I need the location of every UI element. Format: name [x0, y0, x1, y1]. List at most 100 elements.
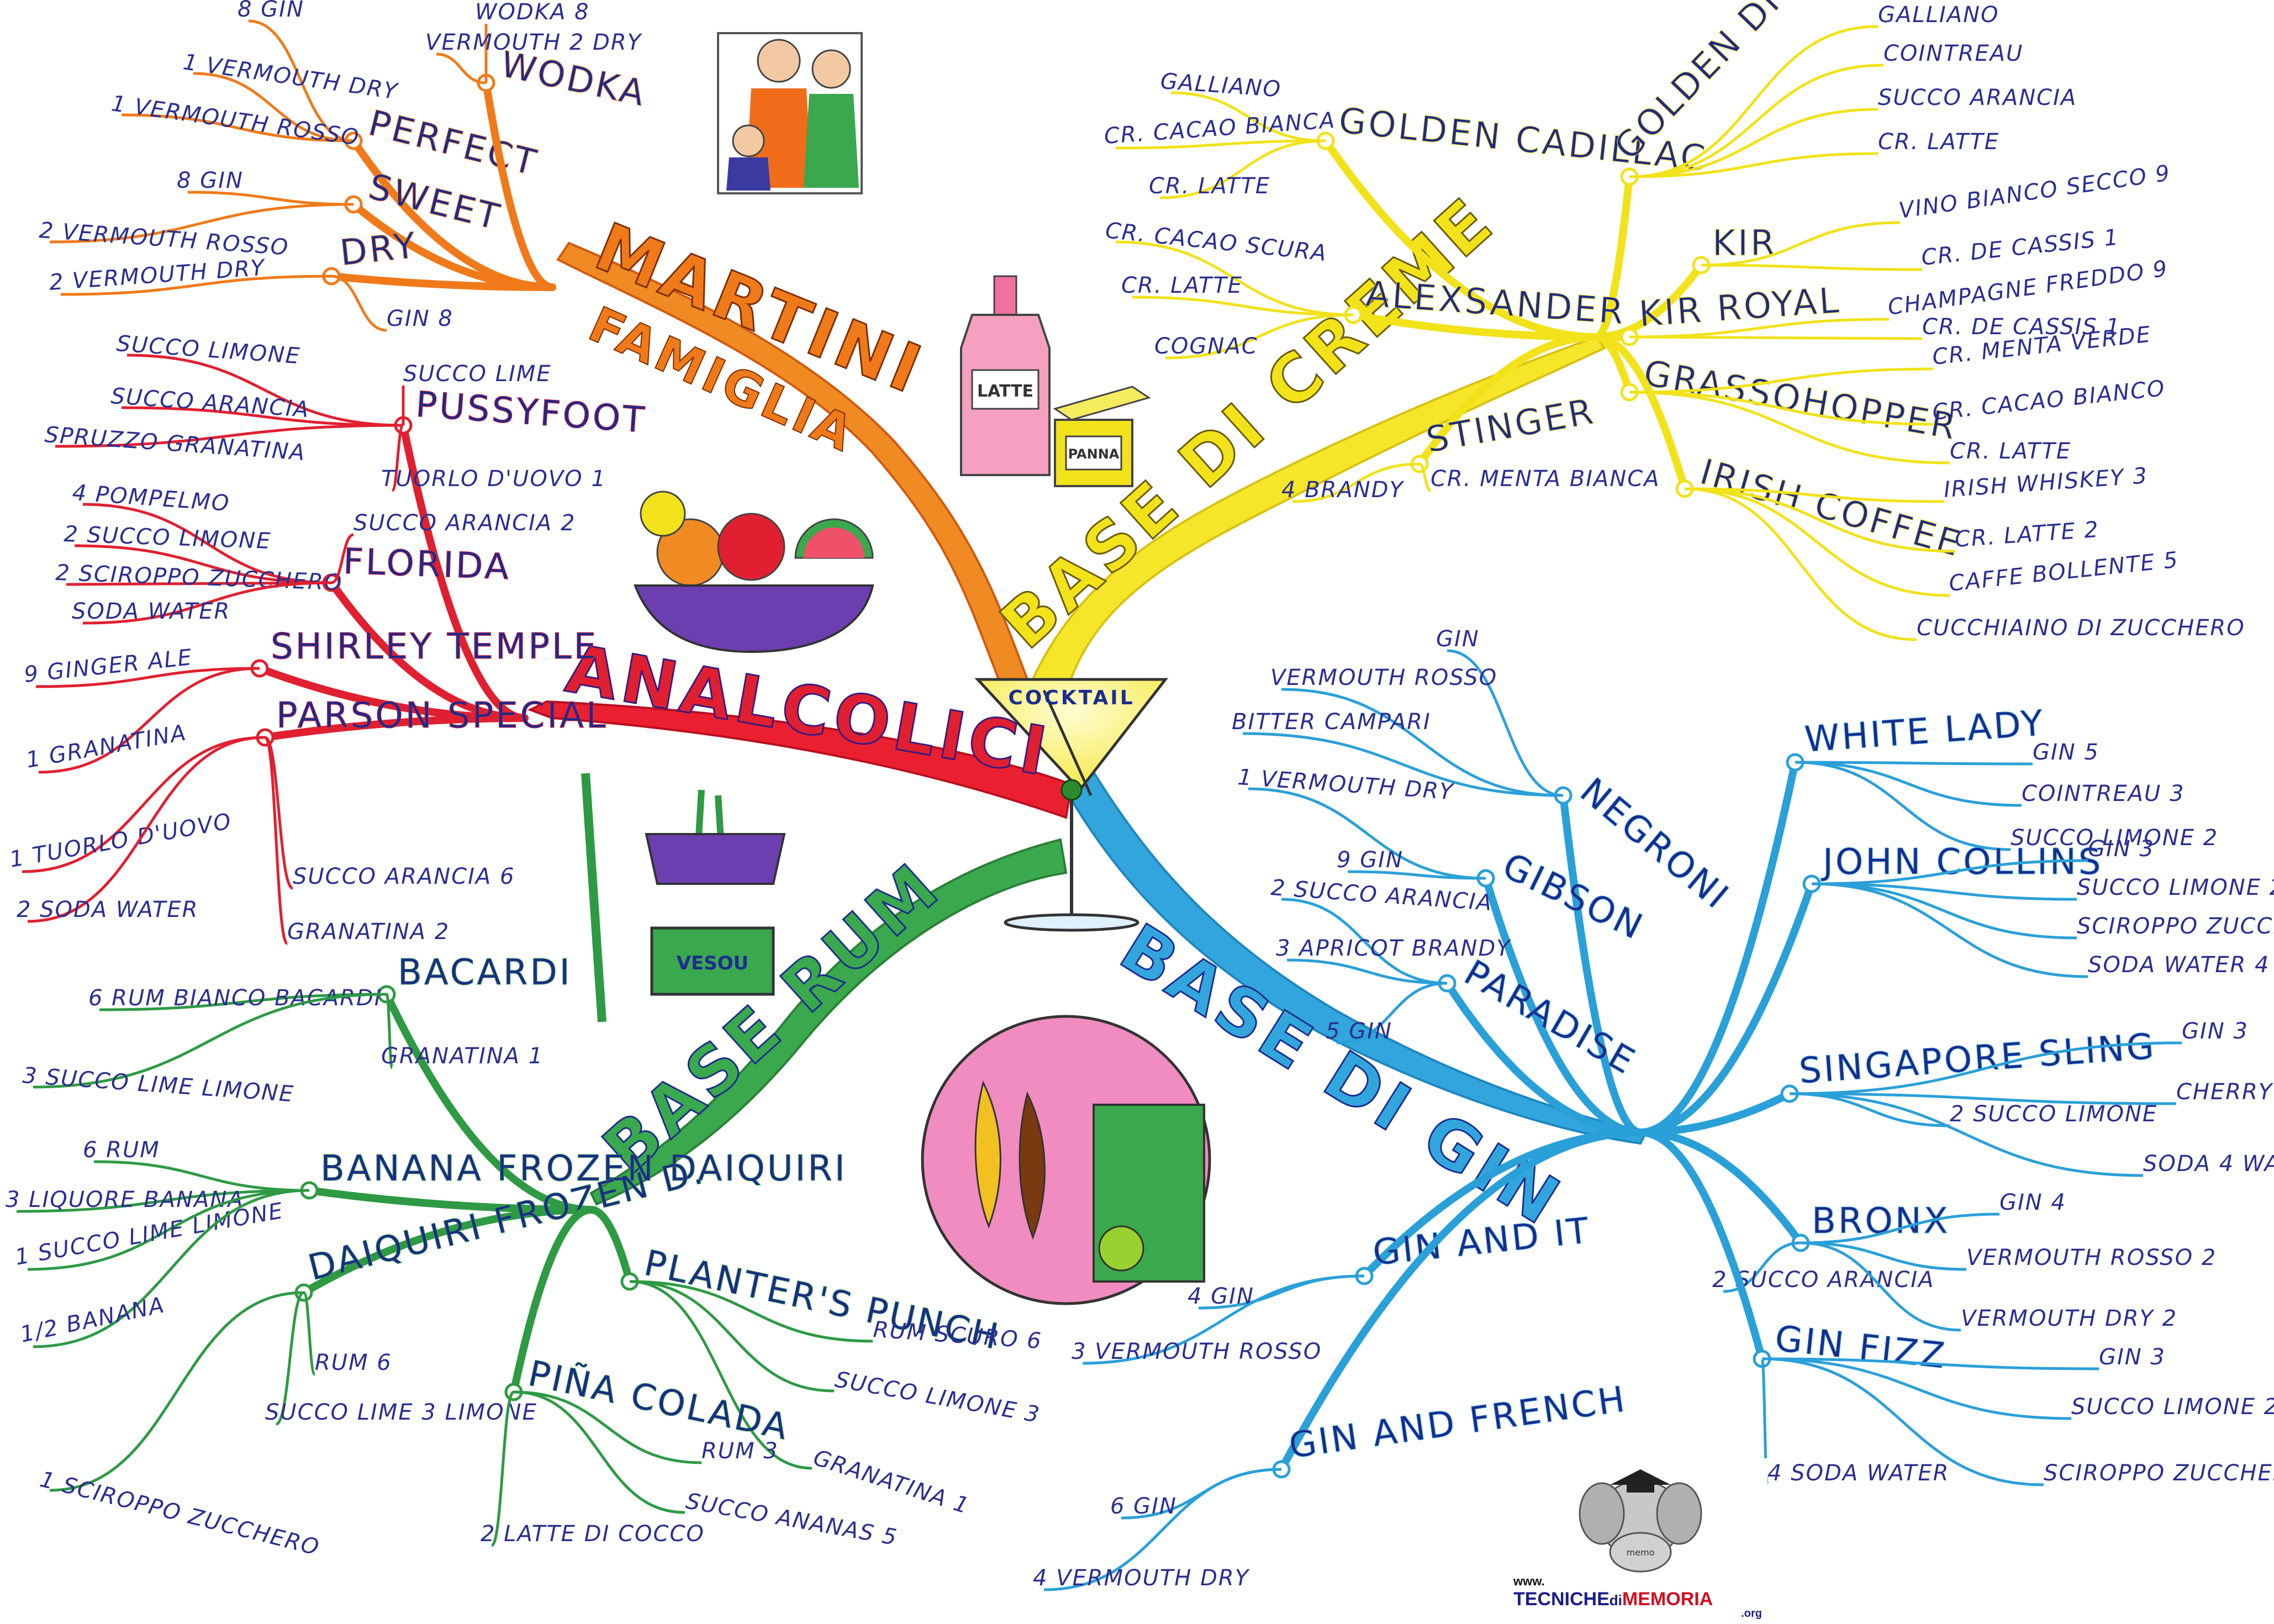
cocktail-name-gin-3: WHITE LADY [1803, 703, 2046, 760]
ingredient-gin-2-0: 2 SUCCO ARANCIA [1270, 875, 1494, 916]
ingredient-link-analcolici-1-1 [74, 544, 332, 584]
ingredient-link-analcolici-3-0 [22, 736, 266, 873]
ingredient-gin-0-2: BITTER CAMPARI [1232, 709, 1431, 735]
ingredient-link-martini-3-0 [60, 275, 332, 296]
branch-gin-link-4 [1637, 880, 1816, 1136]
ingredient-link-gin-6-1 [1723, 1241, 1801, 1293]
branch-creme-ribbon [1028, 335, 1607, 686]
ingredient-link-rum-1-1 [16, 1189, 310, 1213]
ingredient-link-analcolici-1-3 [82, 581, 332, 625]
ingredient-link-gin-1-0 [1248, 787, 1486, 880]
ingredient-link-creme-7-3 [1684, 487, 1917, 641]
ingredient-link-analcolici-3-1 [27, 736, 266, 923]
mascot-text: memo [1627, 1547, 1655, 1558]
ingredient-analcolici-0-1: SUCCO LIME [403, 361, 552, 387]
ingredient-gin-8-0: 4 GIN [1188, 1284, 1254, 1309]
branch-gin-link-9 [1278, 1129, 1644, 1473]
site-logo: memo www. TECNICHEdiMEMORIA .org [1513, 1458, 1768, 1620]
ingredient-gin-6-2: VERMOUTH ROSSO 2 [1966, 1245, 2217, 1270]
ingredient-rum-2-0: RUM 6 [315, 1350, 392, 1375]
ingredient-rum-1-0: 6 RUM [83, 1137, 160, 1163]
center-title: COCKTAIL [1008, 687, 1135, 709]
ingredient-link-creme-2-1 [1132, 296, 1354, 317]
ingredient-link-rum-0-0 [99, 993, 387, 1011]
ingredient-link-creme-1-0 [1629, 25, 1879, 178]
ingredient-gin-3-1: COINTREAU 3 [2022, 781, 2185, 806]
ingredient-gin-3-2: SUCCO LIMONE 2 [2011, 825, 2218, 851]
ingredient-link-creme-0-0 [1170, 91, 1326, 143]
ingredient-link-rum-1-2 [27, 1189, 310, 1271]
ingredient-creme-1-2: SUCCO ARANCIA [1878, 85, 2077, 110]
ingredient-gin-6-3: VERMOUTH DRY 2 [1961, 1306, 2177, 1331]
ingredient-analcolici-1-4: SUCCO ARANCIA 2 [354, 510, 576, 536]
cocktail-name-martini-3: DRY [338, 225, 420, 274]
ingredient-gin-6-0: GIN 4 [1999, 1190, 2066, 1215]
ingredient-creme-0-0: GALLIANO [1159, 68, 1282, 102]
branch-gin-link-6 [1637, 1129, 1805, 1247]
ingredient-gin-1-1: 9 GIN [1337, 847, 1404, 873]
ingredient-gin-8-1: 3 VERMOUTH ROSSO [1072, 1339, 1322, 1364]
logo-suffix: .org [1741, 1607, 1762, 1620]
ingredient-link-gin-8-1 [1082, 1274, 1365, 1365]
rum-title: BASE RUM [589, 848, 956, 1189]
ingredient-link-creme-3-0 [1701, 221, 1901, 267]
ingredient-gin-4-3: SODA WATER 4 [2088, 952, 2270, 978]
ingredient-link-rum-4-1 [513, 1390, 685, 1514]
ingredient-creme-3-1: CR. DE CASSIS 1 [1920, 225, 2120, 271]
ingredient-gin-6-1: 2 SUCCO ARANCIA [1712, 1267, 1934, 1293]
ingredient-gin-0-0: GIN [1436, 626, 1480, 652]
logo-name-3: MEMORIA [1622, 1589, 1713, 1610]
cocktail-name-analcolici-3: PARSON SPECIAL [276, 695, 608, 736]
ingredient-creme-1-3: CR. LATTE [1878, 129, 1999, 155]
ingredient-rum-4-0: RUM 3 [701, 1438, 779, 1464]
ingredient-link-gin-2-1 [1286, 958, 1448, 985]
ingredient-rum-3-1: SUCCO LIMONE 3 [833, 1367, 1042, 1428]
ingredient-link-martini-0-1 [193, 72, 354, 143]
ingredient-link-martini-2-0 [187, 191, 354, 206]
ingredient-link-gin-4-1 [1811, 882, 2077, 901]
ingredient-gin-5-2: CHERRY 1 BRANDY [2176, 1079, 2274, 1105]
ingredient-link-rum-2-2 [49, 1291, 304, 1492]
ingredient-link-creme-4-1 [1629, 335, 1923, 340]
ingredient-link-gin-3-1 [1795, 761, 2022, 807]
cocktail-name-gin-7: GIN FIZZ [1773, 1319, 1949, 1377]
cocktail-name-rum-1: BANANA FROZEN DAIQUIRI [320, 1148, 847, 1189]
branch-gin-link-7 [1637, 1129, 1766, 1363]
ingredient-link-creme-0-2 [1159, 139, 1326, 199]
cocktail-name-gin-5: SINGAPORE SLING [1798, 1026, 2157, 1092]
ingredient-gin-9-0: 6 GIN [1110, 1494, 1177, 1519]
ingredient-link-creme-1-3 [1629, 152, 1879, 178]
ingredient-link-analcolici-0-2 [121, 406, 404, 427]
ingredient-rum-2-1: SUCCO LIME 3 LIMONE [265, 1400, 537, 1425]
ingredient-link-analcolici-1-0 [82, 503, 332, 584]
branch-analcolici-link-0 [399, 421, 529, 722]
branch-martini-link-1 [482, 79, 556, 291]
ingredient-analcolici-2-0: 9 GINGER ALE [23, 645, 194, 688]
ingredient-creme-6-1: CR. MENTA BIANCA [1431, 466, 1660, 492]
ingredient-link-analcolici-0-4 [391, 424, 405, 492]
ingredient-link-analcolici-0-0 [126, 354, 404, 427]
ingredient-gin-9-1: 4 VERMOUTH DRY [1033, 1565, 1251, 1591]
ingredient-link-gin-9-1 [1043, 1468, 1282, 1591]
branch-analcolici-link-3 [261, 714, 529, 741]
ingredient-link-gin-6-0 [1800, 1212, 2000, 1245]
cocktail-name-gin-9: GIN AND FRENCH [1286, 1379, 1629, 1467]
ingredient-link-analcolici-2-0 [35, 667, 260, 688]
analcolici-title: ANALCOLICI [561, 631, 1056, 792]
ingredient-rum-3-2: GRANATINA 1 [810, 1445, 973, 1520]
branch-gin-ribbon [1067, 766, 1648, 1145]
ingredient-gin-7-2: 4 SODA WATER [1768, 1460, 1949, 1486]
ingredient-link-gin-5-3 [1789, 1092, 2144, 1177]
ingredient-gin-5-3: SODA 4 WATER [2143, 1151, 2274, 1177]
ingredient-gin-7-0: GIN 3 [2099, 1344, 2166, 1370]
ingredient-link-analcolici-2-1 [38, 667, 260, 774]
ingredient-link-rum-4-2 [490, 1390, 515, 1547]
ingredient-link-gin-4-2 [1811, 882, 2077, 940]
ingredient-martini-3-1: GIN 8 [387, 306, 453, 331]
ingredient-creme-3-0: VINO BIANCO SECCO 9 [1897, 160, 2172, 224]
ingredient-gin-3-0: GIN 5 [2033, 740, 2099, 765]
ingredient-link-gin-6-2 [1800, 1241, 1967, 1271]
ingredient-link-gin-3-0 [1795, 761, 2033, 766]
cocktail-name-analcolici-1: FLORIDA [342, 541, 511, 588]
